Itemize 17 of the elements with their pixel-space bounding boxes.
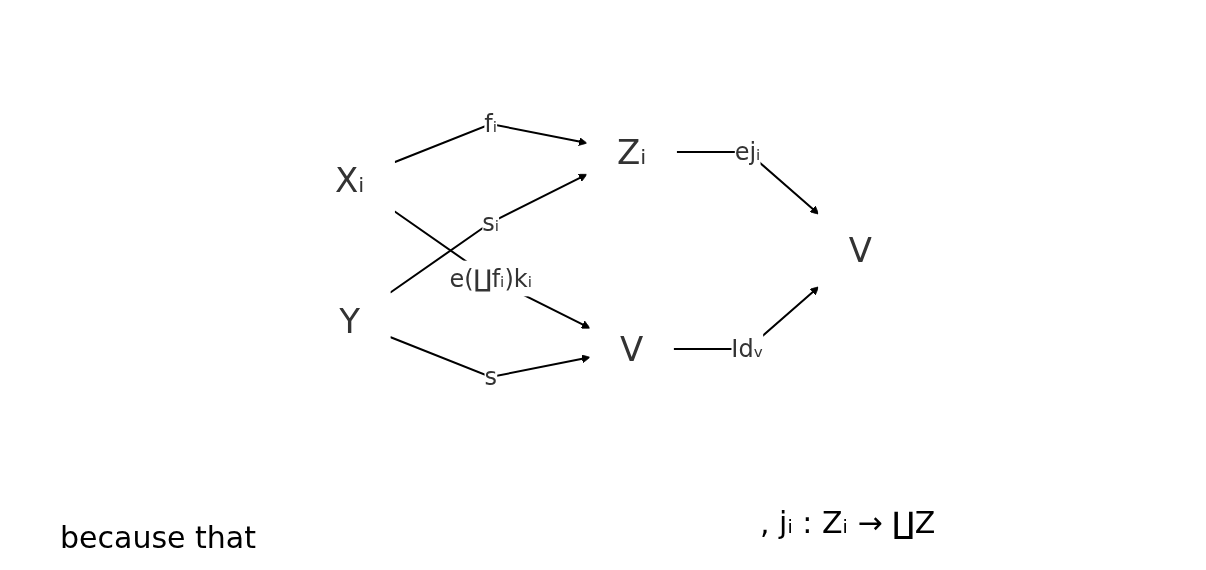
node-text: V (848, 229, 872, 270)
node-text: Zᵢ (616, 131, 646, 171)
arrow (392, 209, 590, 329)
note-text: , jᵢ : Zᵢ → ∐Z (760, 505, 936, 540)
edge-label: fᵢ (483, 109, 497, 138)
note-text: because that (60, 520, 256, 555)
edge-label: ejᵢ (734, 137, 760, 166)
arrow (388, 335, 590, 378)
arrow (392, 122, 587, 163)
edge-label: sᵢ (481, 208, 499, 236)
node-text: Y (338, 300, 360, 340)
node-text: V (619, 328, 643, 368)
arrow (388, 173, 587, 294)
edge-label: Idᵥ (730, 334, 764, 363)
node-text: Xᵢ (334, 159, 364, 199)
edge-label: e(∐fᵢ)kᵢ (448, 264, 532, 292)
edge-label: s (483, 362, 497, 391)
